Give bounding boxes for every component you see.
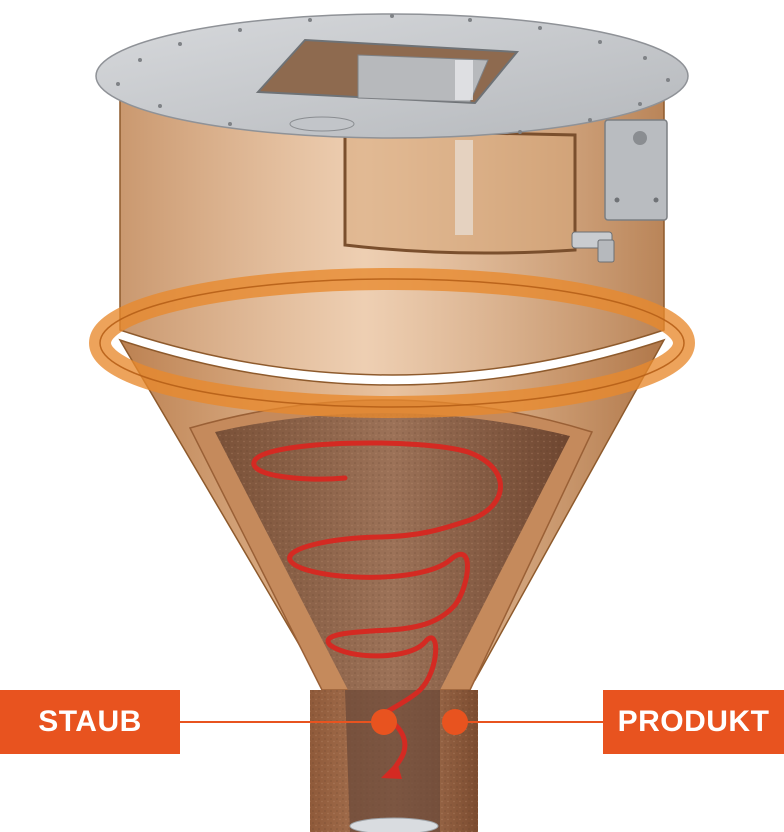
staub-label-text: STAUB xyxy=(38,705,142,738)
window-strip xyxy=(455,140,473,235)
produkt-label: PRODUKT xyxy=(603,690,784,754)
spiral-arrowhead xyxy=(381,762,402,779)
staub-label: STAUB xyxy=(0,690,180,754)
outlet-inner-channel xyxy=(345,690,440,832)
bracket-hole xyxy=(633,131,647,145)
flange-ring xyxy=(89,268,695,418)
dot-marker-icon xyxy=(371,709,397,735)
dot-marker-icon xyxy=(442,709,468,735)
lid-port xyxy=(289,116,355,132)
lid-bolts xyxy=(116,14,670,134)
outlet-opening xyxy=(349,817,439,832)
produkt-label-text: PRODUKT xyxy=(617,705,770,738)
mounting-bracket xyxy=(604,119,668,221)
latch-clamp xyxy=(571,231,615,263)
